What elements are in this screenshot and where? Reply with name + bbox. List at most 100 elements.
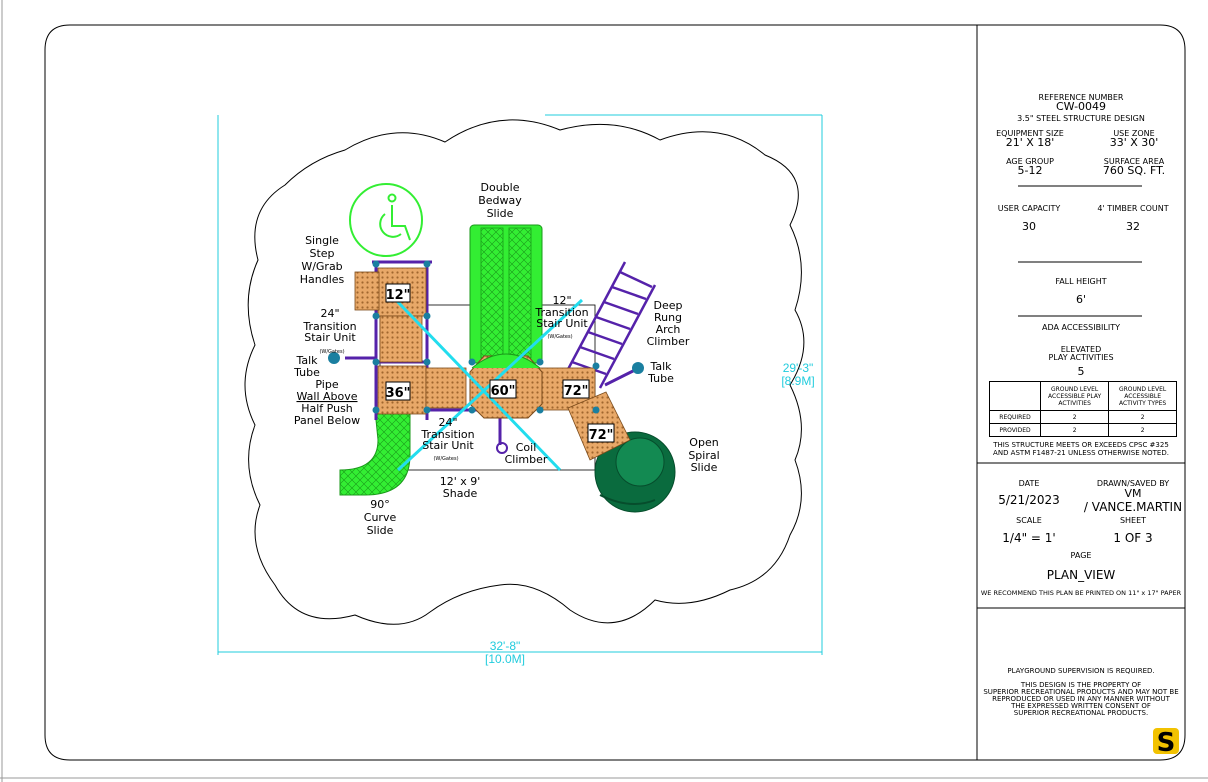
surface-area: 760 SQ. FT. <box>1102 164 1166 177</box>
reference-number: CW-0049 <box>1055 100 1107 113</box>
label-talk-tube-right-1: Talk <box>649 360 672 373</box>
table-row: PROVIDED 2 2 <box>989 423 1177 437</box>
page-value: PLAN_VIEW <box>1046 568 1116 582</box>
property-line-1: THIS DESIGN IS THE PROPERTY OF <box>1020 681 1142 689</box>
label-stair24-bottom-1: 24" <box>438 416 457 429</box>
accessibility-circle <box>349 183 423 257</box>
table-cell: 2 <box>1108 423 1177 437</box>
label-talk-tube-right-2: Tube <box>647 372 674 385</box>
user-capacity-label: USER CAPACITY <box>997 204 1061 213</box>
label-double-bedway-2: Bedway <box>478 194 522 207</box>
label-talk-tube-left-1: Talk <box>295 354 318 367</box>
label-stair24-top-gates: (W/Gates) <box>319 349 344 355</box>
label-pipe-wall-4: Panel Below <box>294 414 360 427</box>
supervision-note: PLAYGROUND SUPERVISION IS REQUIRED. <box>1007 667 1155 675</box>
coil-climber-ring <box>496 442 508 454</box>
label-shade-2: Shade <box>443 487 478 500</box>
page-label: PAGE <box>1070 551 1092 560</box>
property-line-2: SUPERIOR RECREATIONAL PRODUCTS AND MAY N… <box>983 688 1179 696</box>
table-cell: 2 <box>1039 410 1110 424</box>
width-dimension-m: [10.0M] <box>485 652 525 666</box>
width-dimension <box>217 114 823 655</box>
table-header-activity-types: GROUND LEVEL ACCESSIBLE ACTIVITY TYPES <box>1108 381 1177 411</box>
label-curve-slide-1: 90° <box>370 498 390 511</box>
sheet-border <box>44 24 1186 761</box>
equipment-size-label: EQUIPMENT SIZE <box>996 129 1064 138</box>
equipment-size: 21' X 18' <box>1005 136 1055 149</box>
sheet-value: 1 OF 3 <box>1113 531 1153 545</box>
label-spiral-slide-3: Slide <box>691 461 718 474</box>
deck-height-tags <box>385 283 615 443</box>
label-single-step-4: Handles <box>300 273 345 286</box>
accessibility-table: GROUND LEVEL ACCESSIBLE PLAY ACTIVITIES … <box>989 381 1177 437</box>
sheet-label: SHEET <box>1119 516 1147 525</box>
print-recommendation: WE RECOMMEND THIS PLAN BE PRINTED ON 11"… <box>980 589 1182 597</box>
reference-label: REFERENCE NUMBER <box>1038 93 1124 102</box>
label-stair12-3: Stair Unit <box>536 317 588 330</box>
label-shade-1: 12' x 9' <box>440 475 481 488</box>
deck-height-72b: 72" <box>589 428 614 443</box>
table-row-label: PROVIDED <box>989 423 1041 437</box>
deck-height-72a: 72" <box>564 384 589 399</box>
table-cell: 2 <box>1039 423 1110 437</box>
label-stair24-bottom-3: Stair Unit <box>422 439 474 452</box>
label-stair24-bottom-2: Transition <box>420 428 474 441</box>
property-line-5: SUPERIOR RECREATIONAL PRODUCTS. <box>1013 709 1149 717</box>
double-bedway-slide <box>469 224 543 364</box>
title-block-rules <box>977 185 1185 609</box>
wheelchair-icon <box>379 193 411 241</box>
height-dimension-m: [8.9M] <box>781 374 814 388</box>
superior-logo-icon: S <box>1153 728 1179 758</box>
elevated-label-2: PLAY ACTIVITIES <box>1048 353 1114 362</box>
surface-area-label: SURFACE AREA <box>1103 157 1165 166</box>
timber-count-label: 4' TIMBER COUNT <box>1097 204 1169 213</box>
structure-design: 3.5" STEEL STRUCTURE DESIGN <box>1017 114 1145 123</box>
age-group-label: AGE GROUP <box>1006 157 1054 166</box>
elevated-label-1: ELEVATED <box>1060 345 1102 354</box>
label-stair24-top-3: Stair Unit <box>304 331 356 344</box>
label-deep-rung-2: Rung <box>654 311 682 324</box>
compliance-line-1: THIS STRUCTURE MEETS OR EXCEEDS CPSC #32… <box>993 441 1169 449</box>
age-group: 5-12 <box>1017 164 1043 177</box>
label-curve-slide-3: Slide <box>367 524 394 537</box>
talk-tube-right-icon <box>632 362 644 374</box>
label-stair24-bottom-gates: (W/Gates) <box>433 456 458 462</box>
table-row: REQUIRED 2 2 <box>989 410 1177 424</box>
use-zone-outline <box>244 119 805 625</box>
label-spiral-slide-2: Spiral <box>688 449 719 462</box>
fall-height: 6' <box>1075 293 1087 306</box>
label-single-step-2: Step <box>309 247 334 260</box>
drawn-initials: VM <box>1124 487 1142 500</box>
label-curve-slide-2: Curve <box>364 511 397 524</box>
label-double-bedway-1: Double <box>481 181 520 194</box>
table-row-label: REQUIRED <box>989 410 1041 424</box>
elevated-value: 5 <box>1077 365 1085 378</box>
svg-text:S: S <box>1157 728 1176 758</box>
scale-value: 1/4" = 1' <box>1002 531 1056 545</box>
label-stair24-top-1: 24" <box>320 307 339 320</box>
curve-slide <box>339 409 411 496</box>
table-header-play-activities: GROUND LEVEL ACCESSIBLE PLAY ACTIVITIES <box>1039 381 1110 411</box>
fall-height-label: FALL HEIGHT <box>1055 277 1107 286</box>
drawn-label: DRAWN/SAVED BY <box>1096 479 1170 488</box>
label-single-step-1: Single <box>305 234 339 247</box>
label-deep-rung-3: Arch <box>656 323 681 336</box>
timber-count: 32 <box>1126 220 1140 233</box>
label-deep-rung-1: Deep <box>654 299 683 312</box>
ada-label: ADA ACCESSIBILITY <box>1041 323 1121 332</box>
drawn-by: / VANCE.MARTIN <box>1083 500 1183 514</box>
table-cell: 2 <box>1108 410 1177 424</box>
label-talk-tube-left-2: Tube <box>293 366 320 379</box>
deck-height-36: 36" <box>386 386 411 401</box>
compliance-line-2: AND ASTM F1487-21 UNLESS OTHERWISE NOTED… <box>993 449 1169 457</box>
user-capacity: 30 <box>1022 220 1036 233</box>
label-coil-climber-1: Coil <box>516 441 537 454</box>
date-label: DATE <box>1018 479 1040 488</box>
label-stair12-1: 12" <box>552 294 571 307</box>
label-spiral-slide-1: Open <box>689 436 718 449</box>
height-dimension-ft: 29'-3" <box>783 361 814 375</box>
label-stair12-2: Transition <box>534 306 588 319</box>
use-zone: 33' X 30' <box>1109 136 1159 149</box>
label-double-bedway-3: Slide <box>487 207 514 220</box>
